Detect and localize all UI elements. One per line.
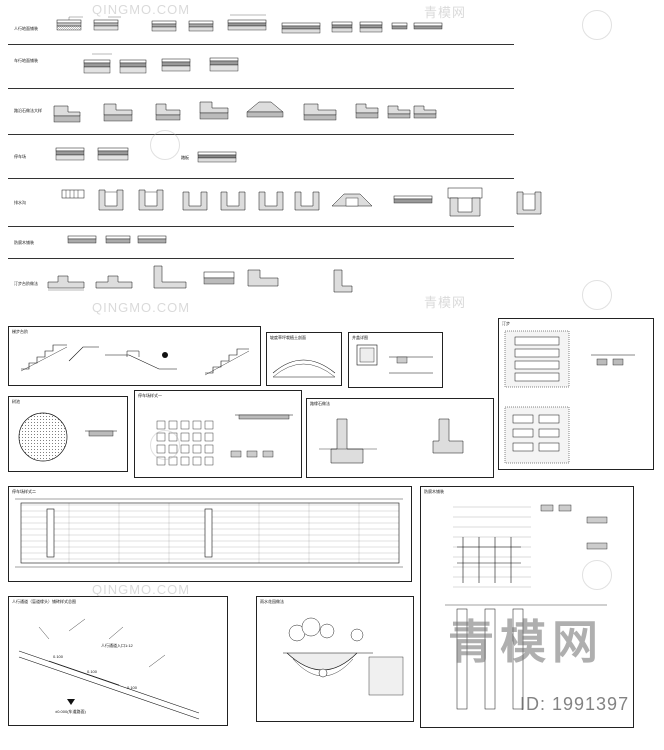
row-label-pedestrian-paving: 人行地面铺装	[14, 26, 38, 31]
row-separator	[8, 258, 514, 259]
ramp-elevation-label: 0.100	[127, 685, 138, 690]
panel-title: 停车场样式二	[12, 489, 36, 494]
watermark-logo	[150, 430, 180, 460]
ramp-note-label: 人行通道入口1:12	[101, 643, 133, 648]
stepping-stone-section	[330, 266, 356, 296]
panel-title: 雨水花园做法	[260, 599, 284, 604]
drainage-ditch-section	[444, 184, 490, 218]
drainage-ditch-section	[292, 186, 322, 214]
row-label-parking: 停车场	[14, 154, 26, 159]
vehicle-paving-section	[208, 50, 242, 76]
panel-wood-deck: 防腐木铺装	[420, 486, 634, 728]
watermark-large: 青模网	[448, 615, 604, 669]
watermark-text: QINGMO.COM	[92, 2, 191, 17]
row-label-stepping-stone: 汀步台阶做法	[14, 281, 38, 286]
pavement-section-detail	[330, 15, 356, 35]
row-separator	[8, 44, 514, 45]
drainage-ditch-section	[256, 186, 286, 214]
curb-section-detail	[384, 98, 414, 122]
panel-title: 井盖详图	[352, 335, 368, 340]
row-separator	[8, 226, 514, 227]
drainage-ditch-section	[330, 184, 376, 214]
watermark-text: 青模网	[424, 295, 467, 310]
ramp-elevation-label: 0.100	[87, 669, 98, 674]
pavement-section-detail	[390, 18, 410, 32]
parking-section-detail	[54, 142, 88, 166]
stepping-stone-section	[46, 266, 88, 298]
panel-grass-slope: 坡度草坪栽植土剖面	[266, 332, 342, 386]
row-label-tread: 踏板	[181, 155, 189, 160]
wood-deck-section	[104, 232, 134, 248]
parking-section-detail	[96, 142, 132, 166]
panel-title: 树池	[12, 399, 20, 404]
pavement-section-detail	[280, 15, 324, 37]
pavement-section-detail	[412, 18, 446, 32]
drainage-ditch-section	[96, 184, 126, 214]
row-label-curb-detail: 路沿石做法大样	[14, 108, 42, 113]
panel-title: 人行通道（盲道缘头）铺砖样式总图	[12, 599, 76, 604]
vehicle-paving-section	[160, 52, 194, 76]
stepping-stone-section	[94, 266, 136, 298]
vehicle-paving-section	[82, 52, 114, 78]
panel-parking-b: 停车场样式二	[8, 486, 412, 582]
panel-stepping: 汀步	[498, 318, 654, 470]
panel-title: 坡度草坪栽植土剖面	[270, 335, 306, 340]
pavement-section-detail	[226, 12, 270, 34]
panel-manhole: 井盖详图	[348, 332, 443, 388]
row-label-vehicle-paving: 车行地面铺装	[14, 58, 38, 63]
panel-ramp: 人行通道（盲道缘头）铺砖样式总图 0.100 0.100 0.100 人行通道入…	[8, 596, 228, 726]
vehicle-paving-section	[118, 52, 150, 78]
drainage-ditch-section	[514, 184, 544, 218]
pavement-section-detail	[187, 16, 217, 34]
watermark-id: ID: 1991397	[520, 694, 630, 714]
watermark-logo	[150, 130, 180, 160]
curb-section-detail	[300, 96, 340, 124]
panel-tree-pool: 树池	[8, 396, 128, 472]
row-separator	[8, 178, 514, 179]
curb-section-detail	[100, 96, 136, 126]
drainage-ditch-section	[136, 184, 166, 214]
row-label-wood-deck: 防腐木铺装	[14, 240, 34, 245]
watermark-text: QINGMO.COM	[92, 300, 191, 315]
curb-section-detail	[352, 96, 382, 122]
curb-section-detail	[152, 96, 184, 124]
drain-grate-plan	[60, 186, 88, 204]
pavement-section-detail	[55, 16, 85, 34]
panel-title: 停车场样式一	[138, 393, 162, 398]
row-label-drainage-ditch: 排水沟	[14, 200, 26, 205]
panel-curb: 路缘石做法	[306, 398, 494, 478]
panel-title: 防腐木铺装	[424, 489, 444, 494]
watermark-logo	[582, 280, 612, 310]
drainage-ditch-section	[180, 186, 210, 214]
ramp-elevation-label: 0.100	[53, 654, 64, 659]
tread-section-detail	[196, 146, 240, 166]
stepping-stone-section	[244, 264, 284, 296]
pavement-section-detail	[92, 16, 122, 34]
watermark-text: QINGMO.COM	[92, 582, 191, 597]
watermark-logo	[582, 560, 612, 590]
curb-section-detail	[245, 94, 289, 124]
curb-section-detail	[196, 94, 232, 124]
watermark-logo	[582, 10, 612, 40]
panel-stairs: 梯步台阶	[8, 326, 261, 386]
curb-section-detail	[50, 96, 84, 126]
panel-title: 汀步	[502, 321, 510, 326]
watermark-text: 青模网	[424, 5, 467, 20]
curb-section-detail	[410, 98, 440, 122]
wood-deck-section	[66, 232, 100, 248]
stepping-stone-section	[200, 266, 240, 296]
row-separator	[8, 134, 514, 135]
ramp-bottom-elevation: ±0.000(车道路面)	[55, 709, 86, 714]
wood-deck-section	[136, 232, 170, 248]
panel-title: 路缘石做法	[310, 401, 330, 406]
drainage-ditch-section	[392, 186, 436, 214]
pavement-section-detail	[358, 15, 386, 35]
stepping-stone-section	[150, 262, 190, 298]
panel-title: 梯步台阶	[12, 329, 28, 334]
pavement-section-detail	[150, 16, 180, 34]
row-separator	[8, 88, 514, 89]
panel-rain-garden: 雨水花园做法	[256, 596, 414, 722]
drainage-ditch-section	[218, 186, 248, 214]
